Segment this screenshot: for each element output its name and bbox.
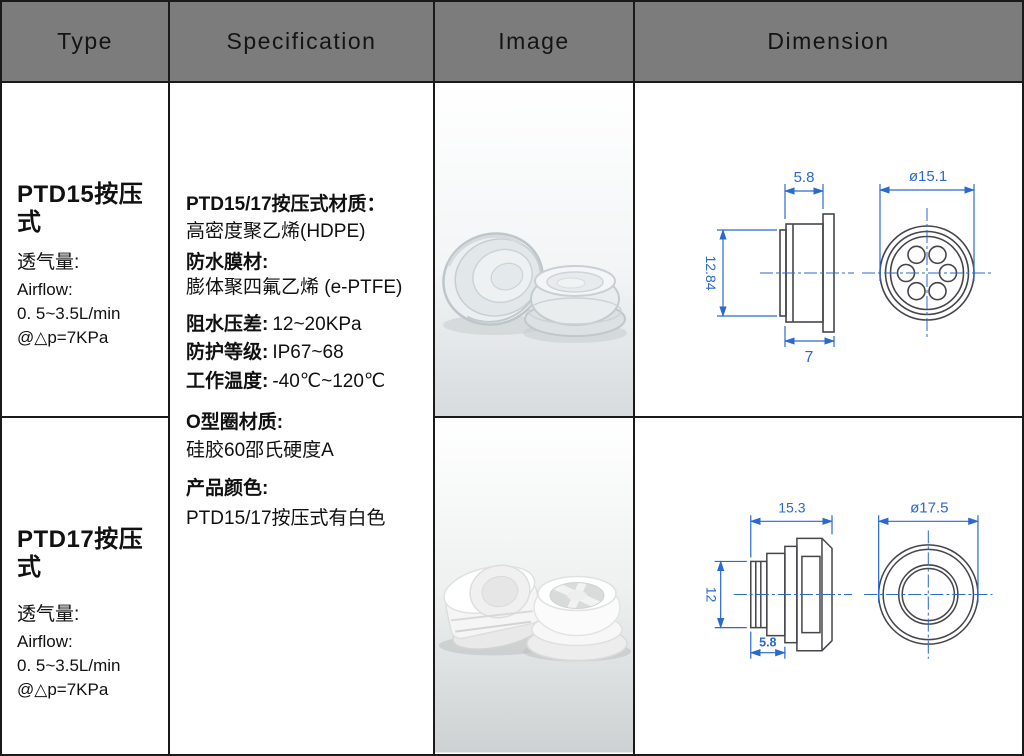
dim-5-8: [749, 631, 786, 659]
spec-protection-value: IP67~68: [272, 342, 344, 363]
dim-label-diameter: ø15.1: [909, 168, 947, 185]
dim-15-3: [749, 515, 834, 558]
dim-diameter: [877, 515, 980, 603]
spec-membrane-label: 防水膜材:: [186, 252, 269, 273]
dim-label-width-top: 5.8: [794, 169, 815, 186]
spec-temperature-label: 工作温度:: [186, 371, 269, 392]
airflow-value: 0. 5~3.5L/min: [17, 304, 121, 323]
centerlines-front: [864, 530, 993, 659]
spec-material-label: PTD15/17按压式材质：: [186, 194, 386, 215]
dim-label-width-bottom: 7: [805, 349, 814, 366]
dim-label-diameter: ø17.5: [910, 499, 948, 516]
type-cell-ptd15: PTD15按压式 透气量: Airflow: 0. 5~3.5L/min @△p…: [2, 83, 170, 418]
type-cell-ptd17: PTD17按压式 透气量: Airflow: 0. 5~3.5L/min @△p…: [2, 418, 170, 754]
white-plug-left: [443, 564, 544, 650]
dim-label-height: 12: [704, 587, 720, 603]
cross-vent-pattern: [552, 582, 602, 609]
dimension-drawing-ptd15: 5.8 12.84 7: [703, 168, 992, 366]
col-header-image: Image: [435, 2, 635, 83]
airflow-label-cn: 透气量:: [17, 252, 80, 273]
dim-5-8: [783, 184, 825, 219]
dimension-cell-ptd17: 15.3 12 5.8: [635, 418, 1022, 754]
spec-membrane-value: 膨体聚四氟乙烯 (e-PTFE): [186, 277, 403, 298]
airflow-value: 0. 5~3.5L/min: [17, 656, 121, 675]
clear-plug-right: [524, 265, 626, 337]
specification-cell: PTD15/17按压式材质： 高密度聚乙烯(HDPE) 防水膜材: 膨体聚四氟乙…: [170, 83, 435, 754]
spec-protection-label: 防护等级:: [186, 342, 269, 363]
col-header-specification: Specification: [170, 2, 435, 83]
white-plug-right: [526, 575, 628, 662]
spec-pressure-label: 阻水压差:: [186, 314, 269, 335]
spec-pressure-value: 12~20KPa: [272, 314, 362, 335]
airflow-label-en: Airflow:: [17, 632, 73, 651]
spec-material-value: 高密度聚乙烯(HDPE): [186, 221, 366, 242]
spec-color-value: PTD15/17按压式有白色: [186, 508, 386, 529]
dimension-drawing-ptd17: 15.3 12 5.8: [704, 499, 993, 659]
dim-12-84: [717, 228, 777, 318]
model-name-ptd15: PTD15按压式: [17, 181, 144, 236]
product-photo-ptd17: [435, 419, 633, 753]
airflow-label-cn: 透气量:: [17, 604, 80, 625]
col-header-dimension: Dimension: [635, 2, 1022, 83]
dim-label-width-top: 15.3: [778, 499, 806, 515]
col-header-type: Type: [2, 2, 170, 83]
model-name-ptd17: PTD17按压式: [17, 526, 144, 581]
spec-temperature-value: -40℃~120℃: [272, 371, 386, 392]
product-photo-ptd15: [435, 83, 633, 416]
image-cell-ptd17: [435, 418, 635, 754]
airflow-condition: @△p=7KPa: [17, 328, 109, 347]
spec-oring-value: 硅胶60邵氏硬度A: [186, 440, 334, 461]
image-cell-ptd15: [435, 83, 635, 418]
spec-color-label: 产品颜色:: [186, 478, 269, 499]
dim-12: [714, 560, 747, 629]
dim-label-height: 12.84: [703, 255, 719, 290]
centerlines-front: [862, 208, 992, 338]
airflow-condition: @△p=7KPa: [17, 680, 109, 699]
dimension-cell-ptd15: 5.8 12.84 7: [635, 83, 1022, 418]
spec-oring-label: O型圈材质:: [186, 412, 284, 433]
clear-plug-left: [442, 232, 544, 326]
airflow-label-en: Airflow:: [17, 280, 73, 299]
dim-label-width-bottom: 5.8: [759, 636, 776, 650]
dim-7: [783, 326, 836, 347]
dim-diameter: [878, 184, 976, 281]
